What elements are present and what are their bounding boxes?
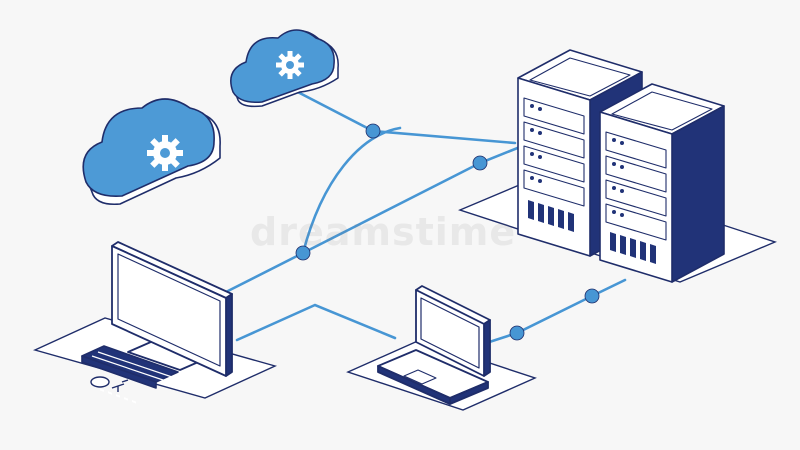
usb-icon bbox=[111, 379, 129, 392]
desktop-monitor-icon bbox=[111, 241, 233, 377]
cable-desktop-to-laptop bbox=[235, 303, 397, 342]
cable-cloud-to-server bbox=[288, 86, 517, 145]
server-rack-right-icon bbox=[599, 83, 725, 283]
watermark-text: dreamstime bbox=[250, 210, 517, 254]
cable-desktop-to-cloud-arc bbox=[301, 126, 402, 255]
laptop-icon bbox=[377, 285, 491, 405]
node-dot bbox=[472, 155, 488, 171]
node-dot bbox=[365, 123, 381, 139]
connection-nodes bbox=[295, 123, 600, 341]
cable-laptop-to-server bbox=[478, 278, 627, 347]
mouse-icon bbox=[90, 376, 110, 388]
node-dot bbox=[509, 325, 525, 341]
cable-desktop-to-server bbox=[220, 143, 527, 296]
keyboard-icon bbox=[81, 345, 179, 404]
node-dot bbox=[584, 288, 600, 304]
node-dot bbox=[295, 245, 311, 261]
cloud-small-gear-icon bbox=[230, 29, 339, 108]
cloud-large-gear-icon bbox=[82, 98, 221, 206]
